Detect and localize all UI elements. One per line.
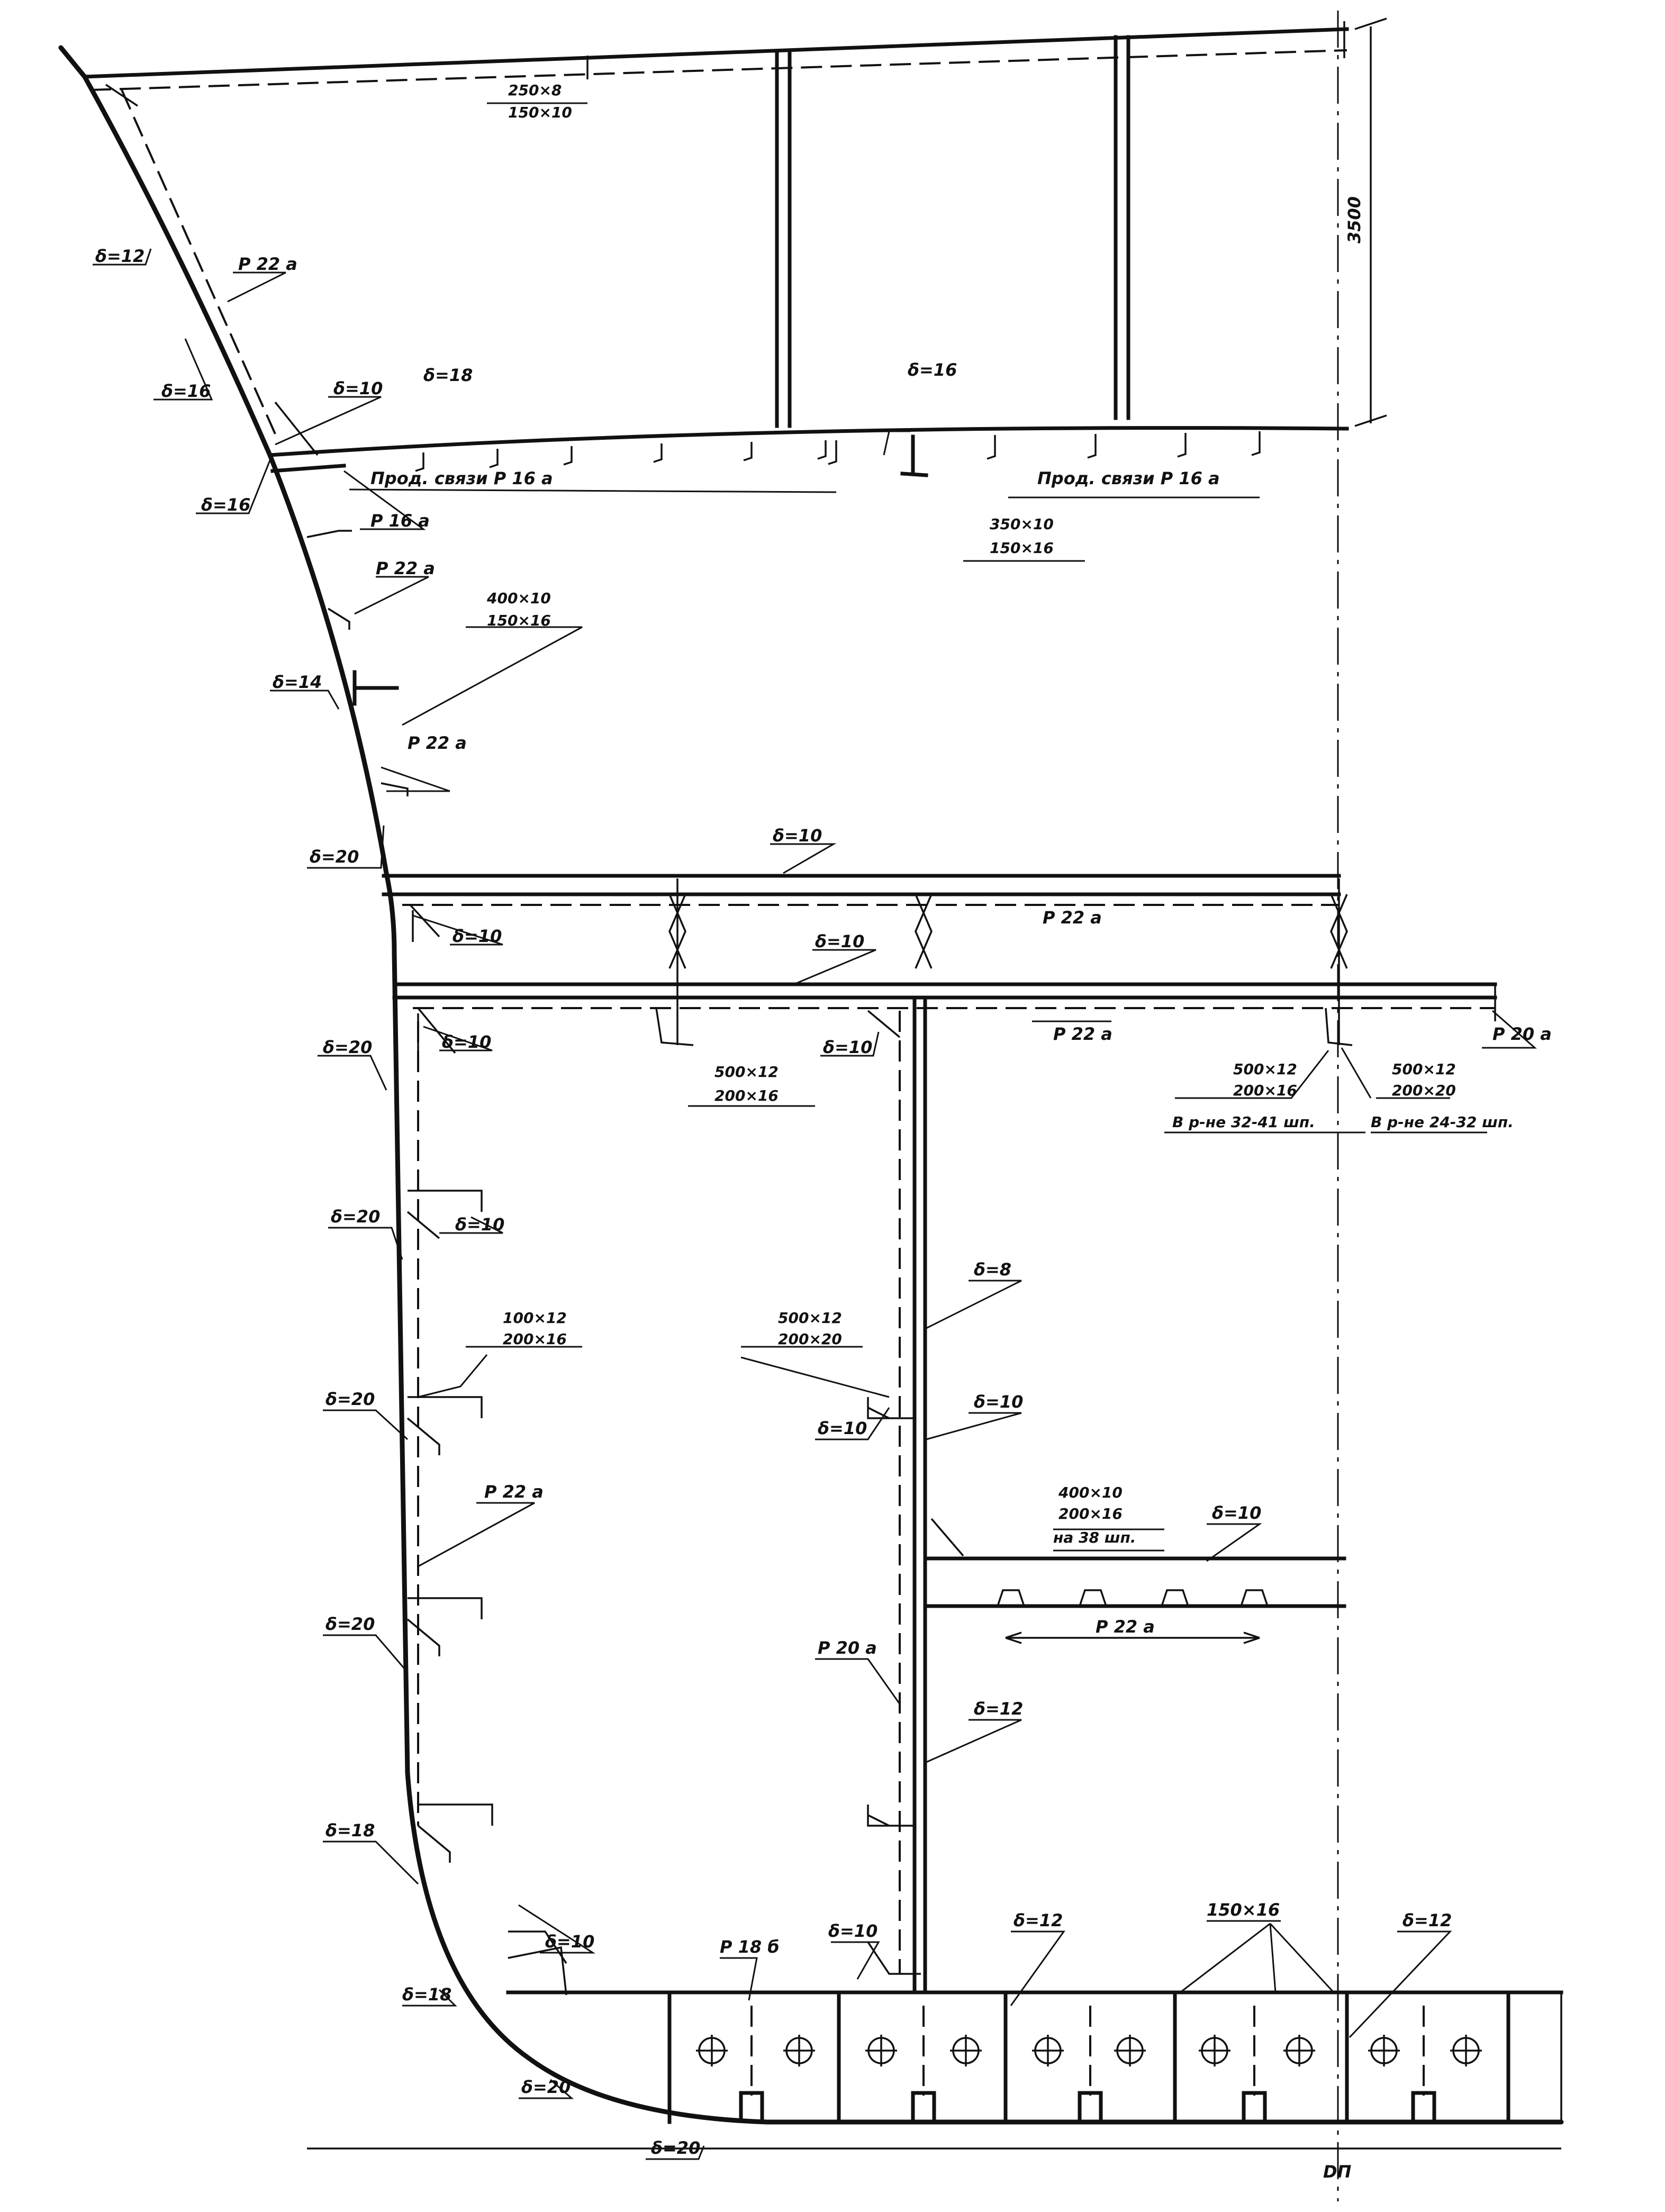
second-deck bbox=[268, 426, 1349, 477]
label-side-7: δ=20 bbox=[331, 1207, 380, 1227]
label-side-web-num: 100×12 bbox=[503, 1309, 567, 1327]
dimension-3500 bbox=[1354, 17, 1387, 427]
label-bulkhead-bracket: δ=10 bbox=[818, 1418, 867, 1438]
label-web-bracket: δ=10 bbox=[455, 1214, 504, 1235]
label-side-4: δ=14 bbox=[273, 672, 322, 692]
label-inner-bottom: δ=12 bbox=[1014, 1910, 1063, 1930]
label-long-deck-right: Прод. связи P 16 a bbox=[1037, 468, 1220, 488]
label-girder-b-den: 200×20 bbox=[1392, 1082, 1456, 1099]
label-side-8: δ=20 bbox=[325, 1389, 375, 1409]
label-side-11: δ=18 bbox=[402, 1984, 451, 2005]
label-deck-main: δ=16 bbox=[908, 360, 957, 380]
label-platform-long: P 22 a bbox=[1043, 908, 1102, 928]
centerline bbox=[307, 11, 1561, 2201]
label-bulkhead-lower: δ=12 bbox=[974, 1699, 1023, 1719]
label-deck-girder-den: 150×16 bbox=[990, 539, 1054, 557]
label-bilge: δ=20 bbox=[521, 2077, 571, 2097]
label-platform-girder-den: 200×16 bbox=[714, 1087, 779, 1104]
label-web-frame-den: 150×16 bbox=[487, 612, 551, 629]
label-long-deck-left: Прод. связи P 16 a bbox=[370, 468, 553, 488]
label-inner-deck: δ=10 bbox=[1212, 1503, 1261, 1523]
side-frame-upper bbox=[105, 84, 319, 456]
label-girder-b-note: В р-не 24-32 шп. bbox=[1371, 1113, 1514, 1131]
label-side-6: δ=20 bbox=[323, 1037, 372, 1057]
label-side-web-den: 200×16 bbox=[503, 1330, 567, 1348]
label-platform-girder-num: 500×12 bbox=[714, 1063, 779, 1081]
label-bracket-1: δ=10 bbox=[453, 926, 502, 946]
label-bottom: δ=20 bbox=[651, 2138, 700, 2158]
label-inner-deck-long: P 22 a bbox=[1096, 1617, 1155, 1637]
label-floor-stiff: P 18 б bbox=[720, 1937, 780, 1957]
labels: 3500 δ=12 P 22 a δ=16 δ=10 δ=18 δ=16 δ=1… bbox=[95, 81, 1552, 2182]
label-bilge-bracket: δ=10 bbox=[545, 1932, 594, 1952]
label-side-2: δ=16 bbox=[161, 381, 211, 401]
label-floor-bracket: δ=10 bbox=[828, 1921, 877, 1941]
hull-shell bbox=[58, 45, 1564, 2125]
side-frames bbox=[306, 530, 409, 796]
label-inner-deck-web-den: 200×16 bbox=[1058, 1505, 1123, 1522]
label-bulkhead-stiff: P 20 a bbox=[818, 1638, 877, 1658]
upper-deck bbox=[83, 21, 1349, 428]
label-platform-long2: P 22 a bbox=[1053, 1024, 1112, 1044]
label-floor-face: 150×16 bbox=[1207, 1900, 1280, 1920]
label-girder-a-den: 200×16 bbox=[1233, 1082, 1297, 1099]
label-bulb-side: P 22 a bbox=[238, 254, 297, 274]
label-platform-lower: δ=10 bbox=[815, 931, 864, 951]
label-side-upper: δ=12 bbox=[95, 246, 144, 266]
label-side-10: δ=18 bbox=[325, 1820, 375, 1841]
label-platform-p20: P 20 a bbox=[1492, 1024, 1552, 1044]
inner-deck-right bbox=[923, 1518, 1346, 1644]
label-deck-plate: δ=18 bbox=[423, 365, 473, 385]
label-top-beam-num: 250×8 bbox=[508, 81, 562, 99]
dimension-label-3500: 3500 bbox=[1344, 196, 1364, 243]
label-centerline: DП bbox=[1323, 2162, 1352, 2182]
label-bulkhead-web-num: 500×12 bbox=[778, 1309, 842, 1327]
label-side-3: δ=16 bbox=[201, 495, 250, 515]
side-web-frames bbox=[406, 1021, 567, 1964]
label-frame-p22-1: P 22 a bbox=[376, 558, 435, 578]
label-girder-a-note: В р-не 32-41 шп. bbox=[1172, 1113, 1315, 1131]
label-side-9: δ=20 bbox=[325, 1614, 375, 1634]
label-side-5: δ=20 bbox=[310, 847, 359, 867]
leader-lines bbox=[93, 248, 1537, 2160]
label-bulkhead-upper: δ=8 bbox=[974, 1259, 1011, 1280]
label-frame-p22-2: P 22 a bbox=[408, 733, 467, 753]
label-deck-girder-num: 350×10 bbox=[990, 515, 1054, 533]
label-girder-b-num: 500×12 bbox=[1392, 1060, 1456, 1078]
label-side-frame-p22: P 22 a bbox=[484, 1482, 544, 1502]
platform-decks bbox=[382, 874, 1497, 1056]
label-bulkhead-web-den: 200×20 bbox=[778, 1330, 842, 1348]
label-deck-beam-bracket: δ=10 bbox=[333, 378, 383, 398]
label-frame-p16: P 16 a bbox=[370, 511, 430, 531]
label-inner-deck-web-num: 400×10 bbox=[1058, 1484, 1123, 1501]
label-keel-side: δ=12 bbox=[1402, 1910, 1452, 1930]
label-bracket-2: δ=10 bbox=[442, 1032, 491, 1052]
inner-bulkhead bbox=[867, 995, 927, 1992]
label-inner-deck-note: на 38 шп. bbox=[1053, 1529, 1136, 1546]
label-girder-a-num: 500×12 bbox=[1233, 1060, 1297, 1078]
label-bulkhead-mid: δ=10 bbox=[974, 1392, 1023, 1412]
label-bracket-3: δ=10 bbox=[823, 1037, 872, 1057]
label-top-beam-den: 150×10 bbox=[508, 104, 572, 121]
label-web-frame-num: 400×10 bbox=[486, 590, 551, 607]
double-bottom bbox=[506, 1946, 1563, 2124]
label-platform-upper: δ=10 bbox=[773, 826, 822, 846]
